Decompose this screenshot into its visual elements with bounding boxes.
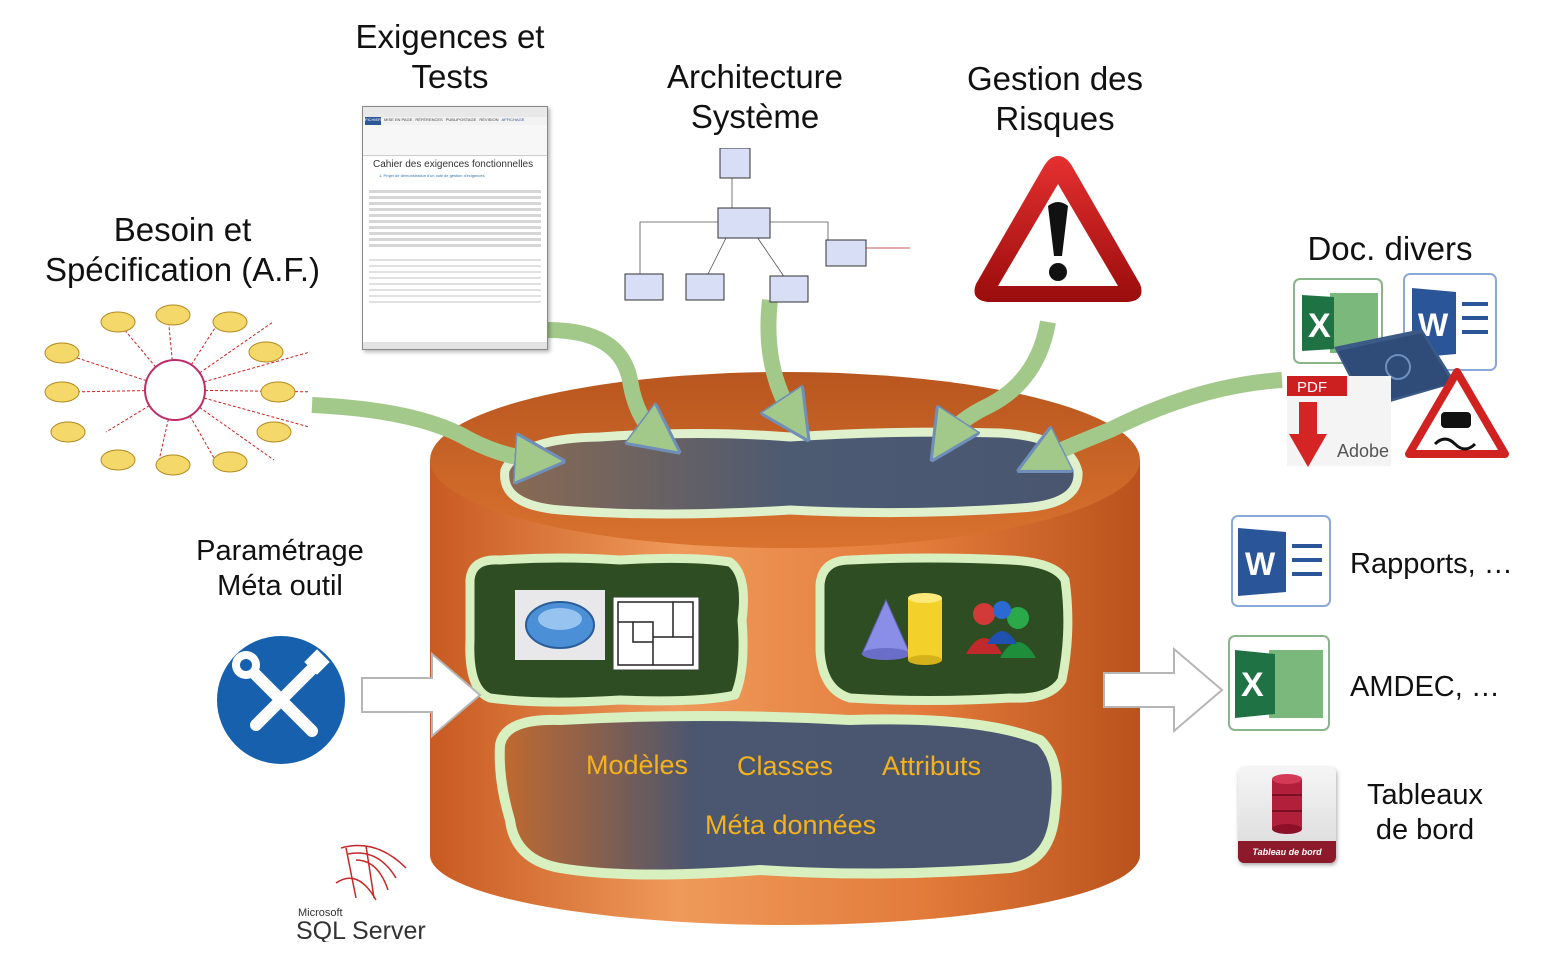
pdf-label: PDF bbox=[1297, 379, 1327, 396]
output-arrow bbox=[1103, 646, 1224, 734]
shapes-icon bbox=[861, 593, 942, 665]
svg-text:W: W bbox=[1245, 546, 1276, 582]
ribbon-tab: AFFICHAGE bbox=[501, 117, 525, 122]
document-subheading: 1. Projet de démonstration d'un outil de… bbox=[379, 173, 485, 178]
settings-tools-icon bbox=[217, 636, 345, 764]
attributs-label: Attributs bbox=[882, 751, 982, 781]
ribbon-tab: FICHIER bbox=[365, 117, 381, 125]
document-heading: Cahier des exigences fonctionnelles bbox=[373, 159, 534, 170]
floorplan-thumbnail-icon bbox=[613, 597, 699, 670]
label-doc-divers: Doc. divers bbox=[1307, 230, 1473, 267]
input-arrow bbox=[361, 651, 482, 739]
sql-server-logo: Microsoft SQL Server bbox=[296, 844, 426, 942]
dashboard-icon: Tableau de bord bbox=[1238, 767, 1336, 863]
slippery-road-sign-icon bbox=[1405, 368, 1509, 458]
label-amdec: AMDEC, … bbox=[1350, 671, 1500, 703]
mindmap-icon bbox=[44, 304, 310, 476]
label-tableaux: Tableaux de bord bbox=[1366, 779, 1484, 846]
arrow-doc-divers bbox=[1040, 372, 1283, 460]
svg-text:X: X bbox=[1308, 307, 1331, 345]
meta-data-zone bbox=[494, 711, 1062, 880]
label-risques: Gestion des Risques bbox=[966, 60, 1144, 137]
database-red-icon bbox=[1272, 774, 1302, 834]
architecture-diagram-icon bbox=[624, 148, 910, 303]
ribbon-tab: PUBLIPOSTAGE bbox=[445, 117, 477, 122]
modeles-label: Modèles bbox=[586, 750, 689, 780]
ribbon-tab: RÉVISION bbox=[479, 117, 499, 122]
microsoft-label: Microsoft bbox=[298, 907, 343, 919]
pdf-icon: PDF Adobe bbox=[1287, 376, 1391, 467]
dashboard-badge: Tableau de bord bbox=[1238, 841, 1336, 863]
classes-label: Classes bbox=[737, 751, 834, 781]
label-exigences: Exigences et Tests bbox=[355, 18, 545, 95]
arrow-besoin bbox=[311, 397, 540, 460]
diagram-thumbnail-icon bbox=[515, 590, 605, 660]
arrow-exigences bbox=[547, 322, 660, 438]
meta-donnees-label: Méta données bbox=[705, 810, 877, 840]
svg-text:X: X bbox=[1241, 666, 1264, 704]
sql-server-label: SQL Server bbox=[296, 917, 426, 942]
label-rapports: Rapports, … bbox=[1350, 548, 1513, 580]
label-parametrage: Paramétrage Méta outil bbox=[196, 535, 364, 602]
arrow-risques bbox=[945, 320, 1056, 440]
amdec-excel-icon: X bbox=[1228, 635, 1330, 731]
warning-icon bbox=[974, 156, 1142, 302]
adobe-label: Adobe bbox=[1337, 441, 1389, 461]
requirements-document-thumbnail: FICHIER MISE EN PAGE RÉFÉRENCES PUBLIPOS… bbox=[362, 106, 548, 350]
ribbon-tab: MISE EN PAGE bbox=[384, 117, 413, 122]
label-besoin: Besoin et Spécification (A.F.) bbox=[44, 211, 321, 288]
objects-zone bbox=[815, 553, 1073, 705]
label-architecture: Architecture Système bbox=[666, 58, 844, 135]
users-icon bbox=[966, 601, 1036, 658]
report-word-icon: W bbox=[1231, 515, 1331, 607]
ribbon-tab: RÉFÉRENCES bbox=[415, 117, 443, 122]
arrow-architecture bbox=[768, 299, 795, 420]
